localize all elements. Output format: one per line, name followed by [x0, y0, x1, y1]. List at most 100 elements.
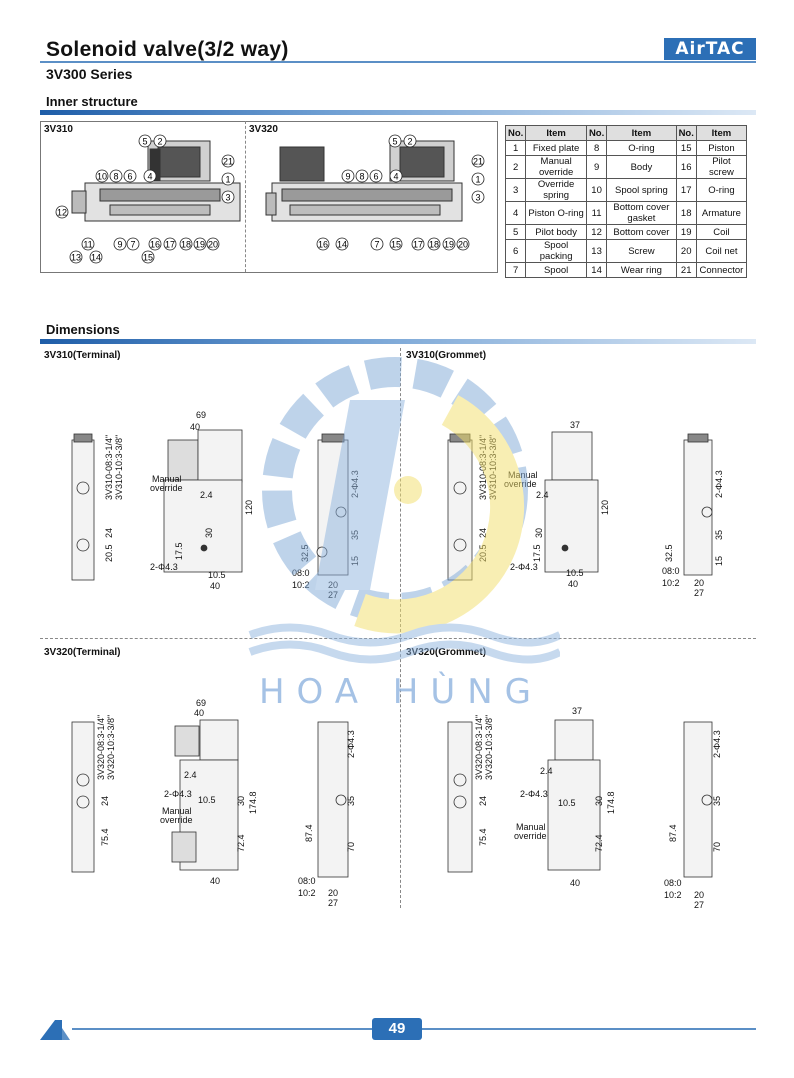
watermark-text: HOA HÙNG [258, 672, 544, 712]
q1-d24a: 2.4 [200, 490, 213, 500]
table-cell: Pilot screw [695, 155, 748, 179]
q4-d20: 20 [694, 890, 704, 900]
q3-port2: 3V320-10:3-3/8" [106, 715, 116, 780]
q1-d105: 10.5 [208, 570, 226, 580]
valve-cross-section-3v310 [71, 140, 241, 222]
q3-d754: 75.4 [100, 828, 110, 846]
table-cell: Pilot body [525, 224, 587, 240]
q3-hole: 2-Φ4.3 [164, 789, 192, 799]
table-cell: 2 [504, 155, 527, 179]
callout-circle [388, 134, 402, 148]
q1-d40b: 40 [210, 581, 220, 591]
parts-table-header: No. [585, 125, 608, 141]
parts-table-header: Item [525, 125, 587, 141]
callout-circle [369, 169, 383, 183]
q3-d30: 30 [236, 796, 246, 806]
q3-d27: 27 [328, 898, 338, 908]
callout-number: 17 [413, 239, 423, 249]
q2-p08: 08:0 [662, 566, 680, 576]
q3-manual: Manual [162, 806, 192, 816]
callout-number: 12 [57, 207, 67, 217]
structure-label-3v320: 3V320 [249, 124, 278, 135]
callout-number: 6 [373, 171, 378, 181]
q3-d105: 10.5 [198, 795, 216, 805]
table-cell: Spool packing [525, 239, 587, 263]
callout-number: 3 [475, 192, 480, 202]
table-cell: Spool [525, 262, 587, 278]
q3-d70: 70 [346, 842, 356, 852]
q2-holeR: 2-Φ4.3 [714, 470, 724, 498]
q4-front-view [547, 719, 601, 871]
q1-port1: 3V310-08:3-1/4" [104, 435, 114, 500]
q2-d120: 120 [600, 500, 610, 515]
structure-label-3v310: 3V310 [44, 124, 73, 135]
callout-circle [335, 237, 349, 251]
q3-d24a: 2.4 [184, 770, 197, 780]
callout-number: 8 [359, 171, 364, 181]
q3-d20: 20 [328, 888, 338, 898]
callout-circle [411, 237, 425, 251]
q4-holeR: 2-Φ4.3 [712, 730, 722, 758]
q4-override: override [514, 831, 547, 841]
q3-d40t: 40 [194, 708, 204, 718]
callout-number: 7 [374, 239, 379, 249]
q1-port2: 3V310-10:3-3/8" [114, 435, 124, 500]
q3-holeR: 2-Φ4.3 [346, 730, 356, 758]
q4-d105: 10.5 [558, 798, 576, 808]
table-cell: 5 [504, 224, 527, 240]
table-cell: Piston [695, 140, 748, 156]
q1-d24: 24 [104, 528, 114, 538]
table-cell: 7 [504, 262, 527, 278]
q3-side-view [71, 721, 95, 873]
label-3v320-terminal: 3V320(Terminal) [44, 647, 121, 658]
table-cell: 19 [675, 224, 697, 240]
q1-hole: 2-Φ4.3 [150, 562, 178, 572]
q4-p10: 10:2 [664, 890, 682, 900]
q1-d40t: 40 [190, 422, 200, 432]
series-subtitle: 3V300 Series [46, 66, 133, 82]
parts-table-header: No. [504, 125, 527, 141]
q4-d27: 27 [694, 900, 704, 910]
callout-circle [370, 237, 384, 251]
q2-d175: 17.5 [532, 544, 542, 562]
q4-d874: 87.4 [668, 824, 678, 842]
callout-number: 20 [208, 239, 218, 249]
callout-number: 14 [337, 239, 347, 249]
watermark-logo [248, 357, 560, 664]
q1-d120: 120 [244, 500, 254, 515]
q1-side-view [71, 433, 95, 581]
table-cell: Piston O-ring [525, 201, 587, 225]
page-number: 49 [372, 1018, 422, 1040]
q3-d69: 69 [196, 698, 206, 708]
q3-d24: 24 [100, 796, 110, 806]
callout-number: 7 [130, 239, 135, 249]
callout-number: 5 [142, 136, 147, 146]
callout-number: 16 [150, 239, 160, 249]
q2-p10: 10:2 [662, 578, 680, 588]
q1-d205: 20.5 [104, 544, 114, 562]
q2-d30: 30 [534, 528, 544, 538]
inner-structure-panel [40, 121, 498, 273]
callout-number: 20 [458, 239, 468, 249]
callout-number: 4 [147, 171, 152, 181]
q3-p08: 08:0 [298, 876, 316, 886]
callout-number: 10 [97, 171, 107, 181]
label-3v310-grommet: 3V310(Grommet) [406, 350, 487, 361]
q4-p08: 08:0 [664, 878, 682, 888]
table-cell: Coil [695, 224, 748, 240]
table-cell: 4 [504, 201, 527, 225]
callout-circle [163, 237, 177, 251]
table-cell: 9 [585, 155, 608, 179]
table-cell: 17 [675, 178, 697, 202]
q2-d37: 37 [570, 420, 580, 430]
table-cell: 20 [675, 239, 697, 263]
callout-circle [143, 169, 157, 183]
callout-number: 1 [225, 174, 230, 184]
callout-circle [179, 237, 193, 251]
q4-port1: 3V320-08:3-1/4" [474, 715, 484, 780]
